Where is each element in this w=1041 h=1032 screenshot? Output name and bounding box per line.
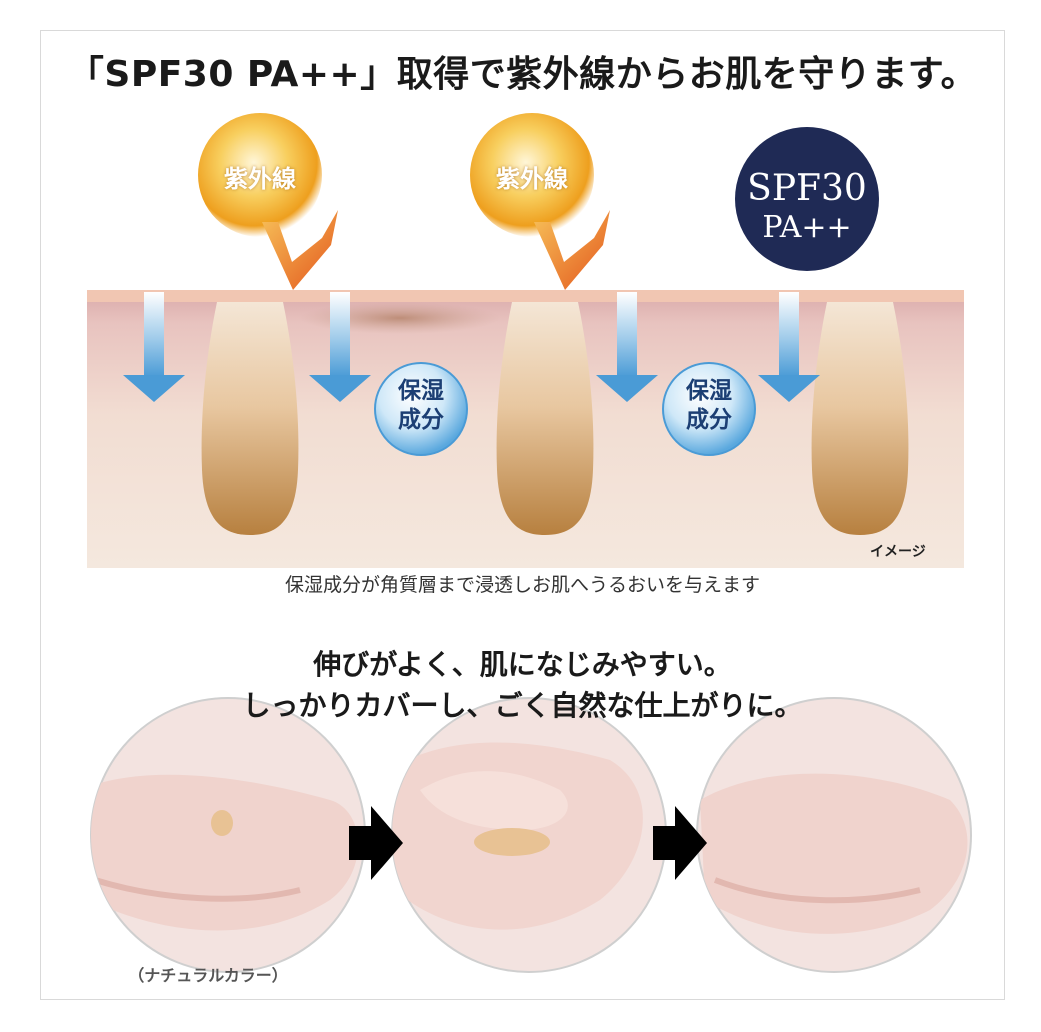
down-arrow-icon	[309, 292, 371, 402]
skin-surface	[87, 290, 964, 302]
image-label: イメージ	[870, 544, 926, 560]
moisture-label: 保湿 成分	[376, 377, 466, 435]
hand-photo-after	[696, 697, 972, 973]
hand-photo-spreading	[391, 697, 667, 973]
uv-sun-icon	[198, 113, 322, 237]
down-arrow-icon	[596, 292, 658, 402]
chevron-down-arrow-icon	[262, 210, 338, 290]
tagline-line2: しっかりカバーし、ごく自然な仕上がりに。	[242, 688, 803, 722]
spf-badge	[735, 127, 879, 271]
uv-label: 紫外線	[496, 165, 568, 193]
hand-photo-before	[90, 697, 366, 973]
moisture-label-line2: 成分	[398, 406, 444, 433]
tagline-line1: 伸びがよく、肌になじみやすい。	[313, 648, 732, 681]
spf-label: SPF30	[747, 168, 867, 209]
down-arrow-icon	[758, 292, 820, 402]
right-arrow-icon	[653, 806, 707, 880]
content-frame	[40, 30, 1005, 1000]
chevron-down-arrow-icon	[534, 210, 610, 290]
moisture-label-line2: 成分	[686, 406, 732, 433]
uv-label: 紫外線	[224, 165, 296, 193]
down-arrow-icon	[123, 292, 185, 402]
pa-label: PA++	[762, 210, 852, 245]
caption: 保湿成分が角質層まで浸透しお肌へうるおいを与えます	[284, 574, 760, 596]
moisture-badge	[374, 362, 468, 456]
moisture-label: 保湿 成分	[664, 377, 754, 435]
color-note: （ナチュラルカラー）	[128, 966, 288, 985]
pore	[496, 302, 594, 535]
pore	[811, 302, 909, 535]
moisture-label-line1: 保湿	[686, 378, 732, 404]
uv-sun-icon	[470, 113, 594, 237]
tagline: 伸びがよく、肌になじみやすい。 しっかりカバーし、ごく自然な仕上がりに。	[40, 645, 1005, 726]
right-arrow-icon	[349, 806, 403, 880]
moisture-label-line1: 保湿	[398, 378, 444, 404]
headline: 「SPF30 PA++」取得で紫外線からお肌を守ります。	[67, 54, 978, 95]
moisture-badge	[662, 362, 756, 456]
pore	[201, 302, 299, 535]
